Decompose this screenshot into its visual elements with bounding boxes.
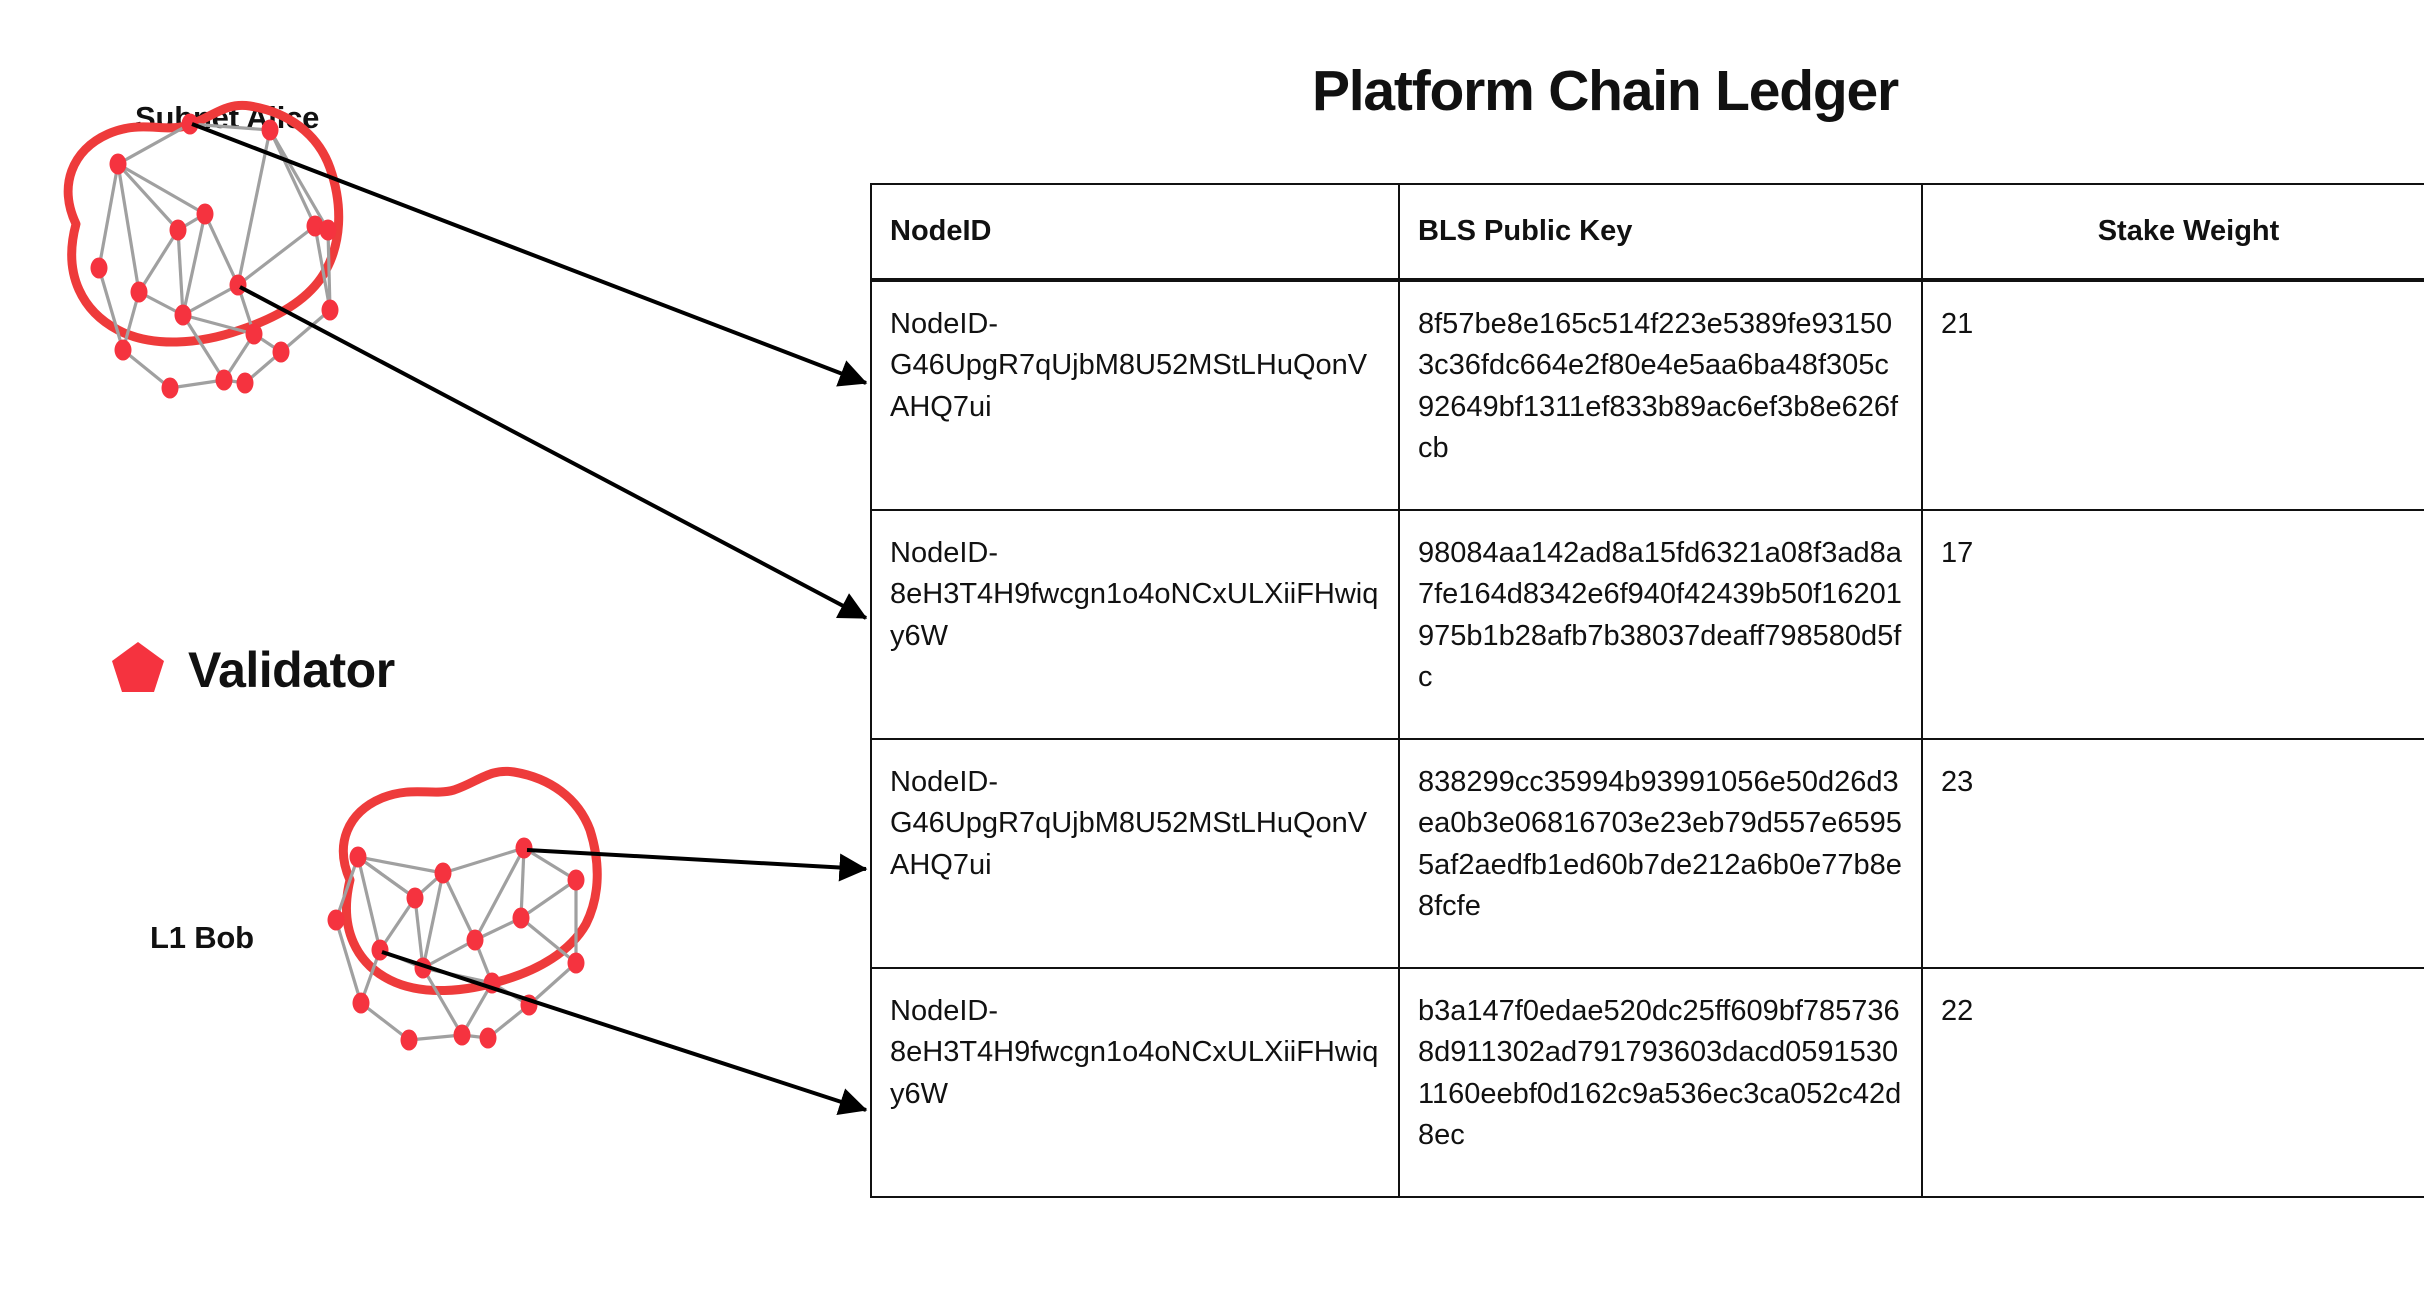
cell-bls-public-key: 8f57be8e165c514f223e5389fe931503c36fdc66…	[1398, 279, 1923, 512]
cell-nodeid: NodeID-G46UpgR7qUjbM8U52MStLHuQonVAHQ7ui	[870, 279, 1400, 512]
cell-bls-public-key: 98084aa142ad8a15fd6321a08f3ad8a7fe164d83…	[1398, 509, 1923, 741]
cell-nodeid: NodeID-G46UpgR7qUjbM8U52MStLHuQonVAHQ7ui	[870, 738, 1400, 970]
table-row: NodeID-G46UpgR7qUjbM8U52MStLHuQonVAHQ7ui…	[870, 279, 2424, 512]
platform-chain-ledger-table: NodeID BLS Public Key Stake Weight NodeI…	[870, 182, 2424, 1199]
table-header-row: NodeID BLS Public Key Stake Weight	[870, 182, 2424, 283]
cell-nodeid: NodeID-8eH3T4H9fwcgn1o4oNCxULXiiFHwiqy6W	[870, 509, 1400, 741]
connector-arrow-alice-row1	[191, 122, 868, 387]
connector-arrow-bob-row4	[381, 950, 868, 1116]
connector-arrow-alice-row2	[239, 285, 868, 620]
cell-stake-weight: 21	[1921, 279, 2424, 512]
diagram-panel: Subnet Alice L1 Bob Validator	[0, 0, 870, 1294]
page-title: Platform Chain Ledger	[1311, 59, 1899, 123]
validator-node-group	[90, 113, 339, 399]
cell-stake-weight: 17	[1921, 509, 2424, 741]
validator-legend: Validator	[110, 640, 395, 699]
cell-nodeid: NodeID-8eH3T4H9fwcgn1o4oNCxULXiiFHwiqy6W	[870, 967, 1400, 1199]
network-diagram-svg	[63, 100, 868, 1116]
cell-stake-weight: 23	[1921, 738, 2424, 970]
cell-bls-public-key: 838299cc35994b93991056e50d26d3ea0b3e0681…	[1398, 738, 1923, 970]
table-row: NodeID-G46UpgR7qUjbM8U52MStLHuQonVAHQ7ui…	[870, 738, 2424, 970]
subnet-alice-blob	[63, 100, 344, 399]
validator-legend-label: Validator	[188, 641, 395, 698]
l1-bob-label: L1 Bob	[150, 920, 254, 955]
column-header-bls-public-key: BLS Public Key	[1398, 182, 1923, 283]
column-header-nodeid: NodeID	[870, 182, 1400, 283]
pentagon-icon	[110, 640, 166, 699]
cell-bls-public-key: b3a147f0edae520dc25ff609bf7857368d911302…	[1398, 967, 1923, 1199]
column-header-stake-weight: Stake Weight	[1921, 182, 2424, 283]
table-row: NodeID-8eH3T4H9fwcgn1o4oNCxULXiiFHwiqy6W…	[870, 509, 2424, 741]
cell-stake-weight: 22	[1921, 967, 2424, 1199]
table-row: NodeID-8eH3T4H9fwcgn1o4oNCxULXiiFHwiqy6W…	[870, 967, 2424, 1199]
connector-arrow-bob-row3	[526, 848, 868, 882]
